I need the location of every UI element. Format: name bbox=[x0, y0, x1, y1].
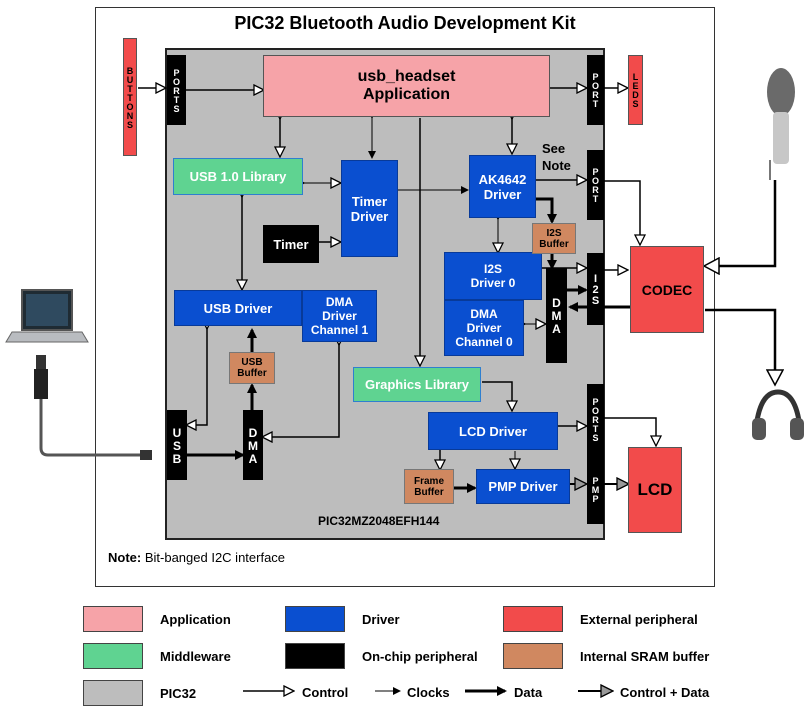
legend-label-driver: Driver bbox=[362, 612, 400, 627]
usb-library-block: USB 1.0 Library bbox=[173, 158, 303, 195]
timer-peripheral: Timer bbox=[263, 225, 319, 263]
port-output-peripheral: PORT bbox=[587, 55, 604, 125]
chip-label: PIC32MZ2048EFH144 bbox=[318, 514, 440, 528]
note-body: Bit-banged I2C interface bbox=[144, 550, 286, 565]
codec-block: CODEC bbox=[630, 246, 704, 333]
gfx-to-lcd-arrow bbox=[482, 381, 512, 410]
legend-label-data: Data bbox=[514, 685, 543, 700]
i2s-buffer: I2S Buffer bbox=[532, 223, 576, 254]
ak4642-driver-block: AK4642 Driver bbox=[469, 155, 536, 218]
codec-to-headphone-arrow bbox=[705, 308, 775, 384]
see-note-label: See Note bbox=[542, 141, 571, 173]
legend-label-external: External peripheral bbox=[580, 612, 698, 627]
legend-swatch-driver bbox=[285, 606, 345, 632]
pmp-driver-block: PMP Driver bbox=[476, 469, 570, 504]
port-i2c-peripheral: PORT bbox=[587, 150, 604, 220]
app-name: usb_headset bbox=[357, 68, 456, 85]
port-to-codec-arrow bbox=[604, 180, 640, 244]
ports-input-peripheral: PORTS bbox=[167, 55, 186, 125]
graphics-library-block: Graphics Library bbox=[353, 367, 481, 402]
arrow-legend-icons bbox=[243, 670, 807, 710]
dma-driver-channel0-block: DMA Driver Channel 0 bbox=[444, 300, 524, 356]
ports-lcd-label: PORTS bbox=[590, 396, 601, 442]
note-text: Note: Bit-banged I2C interface bbox=[108, 550, 285, 565]
mic-to-codec-arrow bbox=[705, 180, 777, 266]
dma-audio-label: DMA bbox=[549, 296, 564, 335]
dma-audio-peripheral: DMA bbox=[546, 268, 567, 363]
usb-driver-block: USB Driver bbox=[174, 290, 302, 326]
i2s-driver-block: I2S Driver 0 bbox=[444, 252, 542, 300]
usbdrv-usb-arrow bbox=[187, 328, 207, 425]
lcd-driver-block: LCD Driver bbox=[428, 412, 558, 450]
legend-label-application: Application bbox=[160, 612, 231, 627]
leds-peripheral: LEDS bbox=[628, 55, 643, 125]
legend-swatch-pic32 bbox=[83, 680, 143, 706]
legend-swatch-external bbox=[503, 606, 563, 632]
i2s-peripheral: I2S bbox=[587, 253, 604, 325]
usb-peripheral: USB bbox=[167, 410, 187, 480]
usb-cable-icon bbox=[34, 355, 152, 460]
usb-headset-application: usb_headset Application bbox=[263, 55, 550, 117]
ports-lcd-peripheral: PORTS bbox=[587, 384, 604, 454]
legend-label-clocks: Clocks bbox=[407, 685, 450, 700]
diagram-title: PIC32 Bluetooth Audio Development Kit bbox=[234, 13, 576, 33]
app-type: Application bbox=[362, 86, 451, 103]
microphone-icon bbox=[767, 68, 795, 180]
port-i2c-label: PORT bbox=[590, 167, 601, 203]
legend-swatch-middleware bbox=[83, 643, 143, 669]
lcd-block: LCD bbox=[628, 447, 682, 533]
legend-label-middleware: Middleware bbox=[160, 649, 231, 664]
note-prefix: Note: bbox=[108, 550, 142, 565]
usb-buffer: USB Buffer bbox=[229, 352, 275, 384]
leds-label: LEDS bbox=[630, 72, 641, 108]
frame-buffer: Frame Buffer bbox=[404, 469, 454, 504]
dmach1-dma-arrow bbox=[263, 344, 339, 437]
i2s-label: I2S bbox=[589, 272, 602, 306]
legend-label-control: Control bbox=[302, 685, 349, 700]
ports-to-lcd-arrow bbox=[604, 417, 656, 445]
legend-label-pic32: PIC32 bbox=[160, 686, 197, 701]
legend: Application Driver External peripheral M… bbox=[0, 600, 807, 710]
buttons-label: BUTTONS bbox=[125, 65, 135, 129]
port-output-label: PORT bbox=[590, 72, 601, 108]
headphones-icon bbox=[752, 389, 804, 440]
pmp-peripheral: PMP bbox=[587, 454, 604, 524]
laptop-icon bbox=[5, 289, 89, 343]
dma-usb-label: DMA bbox=[246, 425, 260, 465]
legend-swatch-onchip bbox=[285, 643, 345, 669]
ak-to-buffer-data bbox=[528, 197, 557, 224]
legend-label-sram: Internal SRAM buffer bbox=[580, 649, 710, 664]
timer-driver-block: Timer Driver bbox=[341, 160, 398, 257]
buttons-peripheral: BUTTONS bbox=[123, 38, 137, 156]
legend-label-onchip: On-chip peripheral bbox=[362, 649, 478, 664]
legend-label-control-data: Control + Data bbox=[620, 685, 710, 700]
legend-swatch-sram bbox=[503, 643, 563, 669]
dma-driver-channel1-block: DMA Driver Channel 1 bbox=[302, 290, 377, 342]
legend-swatch-application bbox=[83, 606, 143, 632]
usb-label: USB bbox=[170, 425, 184, 465]
pmp-label: PMP bbox=[590, 475, 601, 503]
ports-input-label: PORTS bbox=[171, 67, 182, 113]
dma-usb-peripheral: DMA bbox=[243, 410, 263, 480]
